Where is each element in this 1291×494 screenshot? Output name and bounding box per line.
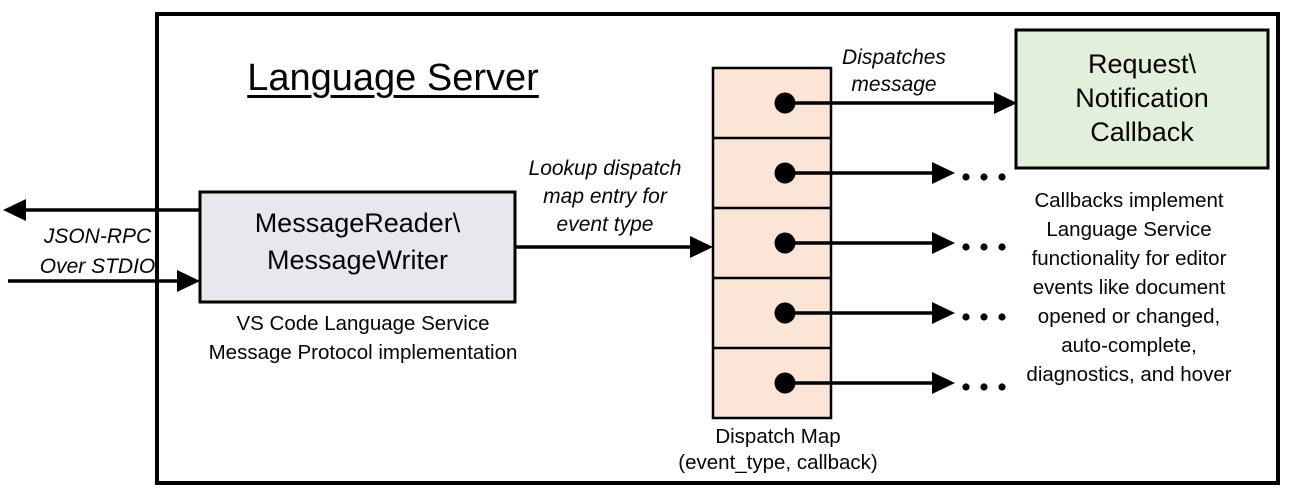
lookup-dispatch-label: Lookup dispatch map entry for event type xyxy=(505,155,705,239)
callbacks-description-line1: Callbacks implement xyxy=(1034,189,1224,212)
reader-caption-line2: Message Protocol implementation xyxy=(208,341,518,364)
diagram-title: Language Server xyxy=(247,57,539,99)
callback-label-line2: Notification xyxy=(1075,83,1209,113)
callbacks-description-line5: opened or changed, xyxy=(1037,305,1221,328)
json-rpc-label-line2: Over STDIO xyxy=(39,255,156,278)
callbacks-description-line3: functionality for editor xyxy=(1031,247,1227,270)
dispatch-arrowhead xyxy=(994,92,1017,114)
lookup-label-line1: Lookup dispatch xyxy=(528,157,682,180)
callback-label-line1: Request\ xyxy=(1087,49,1197,79)
ellipsis-icon xyxy=(962,313,1006,321)
dispatch-map-caption-line2: (event_type, callback) xyxy=(678,451,878,474)
json-rpc-label: JSON-RPC Over STDIO xyxy=(15,222,180,282)
dispatches-label-line1: Dispatches xyxy=(842,46,946,69)
ellipsis-icon xyxy=(962,243,1006,251)
message-reader-writer-box xyxy=(198,190,517,304)
ellipsis-icon xyxy=(962,173,1006,181)
stdio-out-arrowhead xyxy=(3,199,26,221)
dispatch-arrowhead xyxy=(932,302,955,324)
dispatch-arrowhead xyxy=(932,162,955,184)
dispatch-arrowhead xyxy=(932,232,955,254)
callbacks-description-line2: Language Service xyxy=(1046,218,1212,241)
dispatches-message-label: Dispatches message xyxy=(794,44,994,98)
message-reader-writer-label: MessageReader\ MessageWriter xyxy=(200,205,515,279)
request-notification-callback-label: Request\ Notification Callback xyxy=(1016,47,1268,149)
stdio-in-arrowhead xyxy=(177,270,200,292)
reader-caption-line1: VS Code Language Service xyxy=(236,312,490,335)
callback-label-line3: Callback xyxy=(1090,117,1194,147)
ellipsis-icon xyxy=(962,383,1006,391)
callbacks-description-line4: events like document xyxy=(1032,276,1226,299)
callbacks-description: Callbacks implement Language Service fun… xyxy=(1000,186,1258,389)
message-reader-line: MessageReader\ xyxy=(254,208,461,238)
language-server-box xyxy=(155,12,1280,485)
request-notification-callback-box xyxy=(1014,28,1270,170)
message-reader-caption: VS Code Language Service Message Protoco… xyxy=(163,309,563,367)
json-rpc-label-line1: JSON-RPC xyxy=(43,225,152,248)
callbacks-description-line6: auto-complete, xyxy=(1061,334,1197,357)
dispatches-label-line2: message xyxy=(851,73,937,96)
message-writer-line: MessageWriter xyxy=(266,245,449,275)
dispatch-map-caption: Dispatch Map (event_type, callback) xyxy=(628,424,928,476)
lookup-arrowhead xyxy=(690,236,713,258)
callbacks-description-line7: diagnostics, and hover xyxy=(1026,363,1232,386)
lookup-label-line3: event type xyxy=(556,213,654,236)
lookup-label-line2: map entry for xyxy=(543,185,667,208)
dispatch-arrowhead xyxy=(932,372,955,394)
dispatch-map-caption-line1: Dispatch Map xyxy=(715,425,841,448)
